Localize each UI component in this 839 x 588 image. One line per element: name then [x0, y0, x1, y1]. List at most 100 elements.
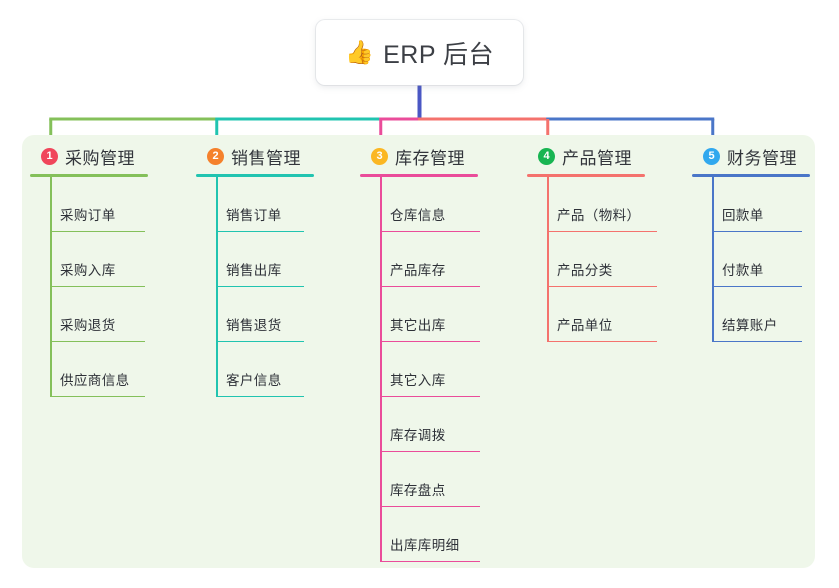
menu-item-label: 回款单	[722, 208, 764, 223]
module-title-5: 财务管理	[727, 148, 797, 168]
menu-item-underline	[547, 285, 657, 287]
module-spine-4	[547, 177, 549, 342]
module-column-3: 3 库存管理仓库信息产品库存其它出库其它入库库存调拨库存盘点出库库明细	[360, 143, 480, 562]
menu-item-label: 其它入库	[390, 373, 446, 388]
menu-item[interactable]: 其它入库	[360, 342, 480, 397]
module-items-1: 采购订单采购入库采购退货供应商信息	[30, 177, 148, 397]
menu-item-label: 产品（物料）	[557, 208, 641, 223]
menu-item-underline	[380, 285, 480, 287]
module-column-5: 5 财务管理回款单付款单结算账户	[692, 143, 810, 342]
root-title-text: ERP 后台	[383, 40, 495, 69]
menu-item-underline	[380, 340, 480, 342]
menu-item[interactable]: 销售出库	[196, 232, 314, 287]
module-badge-4: 4	[538, 147, 555, 165]
module-badge-3: 3	[371, 147, 388, 165]
module-column-4: 4 产品管理产品（物料） 产品分类产品单位	[527, 143, 657, 342]
module-title-2: 销售管理	[231, 148, 301, 168]
module-spine-1	[50, 177, 52, 397]
menu-item-label: 采购订单	[60, 208, 116, 223]
menu-item[interactable]: 销售退货	[196, 287, 314, 342]
module-items-5: 回款单付款单结算账户	[692, 177, 810, 342]
module-badge-1: 1	[41, 147, 58, 165]
menu-item[interactable]: 采购订单	[30, 177, 148, 232]
menu-item[interactable]: 出库库明细	[360, 507, 480, 562]
module-title-3: 库存管理	[395, 148, 465, 168]
menu-item-underline	[216, 395, 304, 397]
menu-item-label: 产品库存	[390, 263, 446, 278]
module-column-2: 2 销售管理销售订单销售出库销售退货客户信息	[196, 143, 314, 397]
menu-item[interactable]: 结算账户	[692, 287, 810, 342]
module-rule-2	[196, 174, 314, 177]
menu-item[interactable]: 销售订单	[196, 177, 314, 232]
menu-item-label: 销售订单	[226, 208, 282, 223]
menu-item-label: 付款单	[722, 263, 764, 278]
module-badge-2: 2	[207, 147, 224, 165]
menu-item-label: 库存盘点	[390, 483, 446, 498]
menu-item-label: 产品单位	[557, 318, 613, 333]
menu-item[interactable]: 产品分类	[527, 232, 657, 287]
menu-item-label: 其它出库	[390, 318, 446, 333]
menu-item-underline	[712, 340, 802, 342]
menu-item-underline	[712, 285, 802, 287]
menu-item[interactable]: 采购入库	[30, 232, 148, 287]
module-spine-5	[712, 177, 714, 342]
menu-item[interactable]: 库存调拨	[360, 397, 480, 452]
menu-item-underline	[380, 395, 480, 397]
module-header-1[interactable]: 1 采购管理	[30, 143, 148, 169]
module-header-5[interactable]: 5 财务管理	[692, 143, 810, 169]
menu-item-underline	[216, 230, 304, 232]
module-items-3: 仓库信息产品库存其它出库其它入库库存调拨库存盘点出库库明细	[360, 177, 480, 562]
menu-item[interactable]: 采购退货	[30, 287, 148, 342]
module-items-2: 销售订单销售出库销售退货客户信息	[196, 177, 314, 397]
module-rule-3	[360, 174, 478, 177]
menu-item-underline	[380, 505, 480, 507]
module-header-3[interactable]: 3 库存管理	[360, 143, 478, 169]
root-node[interactable]: 👍 ERP 后台	[316, 20, 523, 85]
menu-item-label: 采购入库	[60, 263, 116, 278]
module-items-4: 产品（物料） 产品分类产品单位	[527, 177, 657, 342]
menu-item-label: 结算账户	[722, 318, 778, 333]
module-title-1: 采购管理	[65, 148, 135, 168]
root-node-label: 👍 ERP 后台	[345, 35, 494, 71]
menu-item-label: 销售退货	[226, 318, 282, 333]
menu-item-label: 供应商信息	[60, 373, 130, 388]
menu-item[interactable]: 产品库存	[360, 232, 480, 287]
module-title-4: 产品管理	[562, 148, 632, 168]
menu-item[interactable]: 其它出库	[360, 287, 480, 342]
menu-item-label: 出库库明细	[390, 538, 460, 553]
thumbs-up-icon: 👍	[344, 39, 375, 65]
module-spine-2	[216, 177, 218, 397]
menu-item-label: 采购退货	[60, 318, 116, 333]
module-rule-4	[527, 174, 645, 177]
menu-item[interactable]: 回款单	[692, 177, 810, 232]
module-rule-1	[30, 174, 148, 177]
menu-item-label: 销售出库	[226, 263, 282, 278]
module-badge-5: 5	[703, 147, 720, 165]
menu-item-underline	[216, 285, 304, 287]
menu-item[interactable]: 客户信息	[196, 342, 314, 397]
module-header-2[interactable]: 2 销售管理	[196, 143, 314, 169]
menu-item[interactable]: 付款单	[692, 232, 810, 287]
menu-item-underline	[380, 560, 480, 562]
menu-item-label: 产品分类	[557, 263, 613, 278]
menu-item-label: 仓库信息	[390, 208, 446, 223]
menu-item-underline	[216, 340, 304, 342]
menu-item-underline	[50, 340, 145, 342]
menu-item-underline	[50, 285, 145, 287]
menu-item-underline	[547, 230, 657, 232]
module-spine-3	[380, 177, 382, 562]
menu-item-label: 库存调拨	[390, 428, 446, 443]
menu-item[interactable]: 产品（物料）	[527, 177, 657, 232]
menu-item[interactable]: 库存盘点	[360, 452, 480, 507]
menu-item[interactable]: 产品单位	[527, 287, 657, 342]
menu-item-underline	[50, 395, 145, 397]
menu-item-underline	[380, 230, 480, 232]
menu-item[interactable]: 供应商信息	[30, 342, 148, 397]
module-rule-5	[692, 174, 810, 177]
module-column-1: 1 采购管理采购订单采购入库采购退货供应商信息	[30, 143, 148, 397]
menu-item-underline	[380, 450, 480, 452]
module-header-4[interactable]: 4 产品管理	[527, 143, 645, 169]
menu-item-label: 客户信息	[226, 373, 282, 388]
menu-item[interactable]: 仓库信息	[360, 177, 480, 232]
